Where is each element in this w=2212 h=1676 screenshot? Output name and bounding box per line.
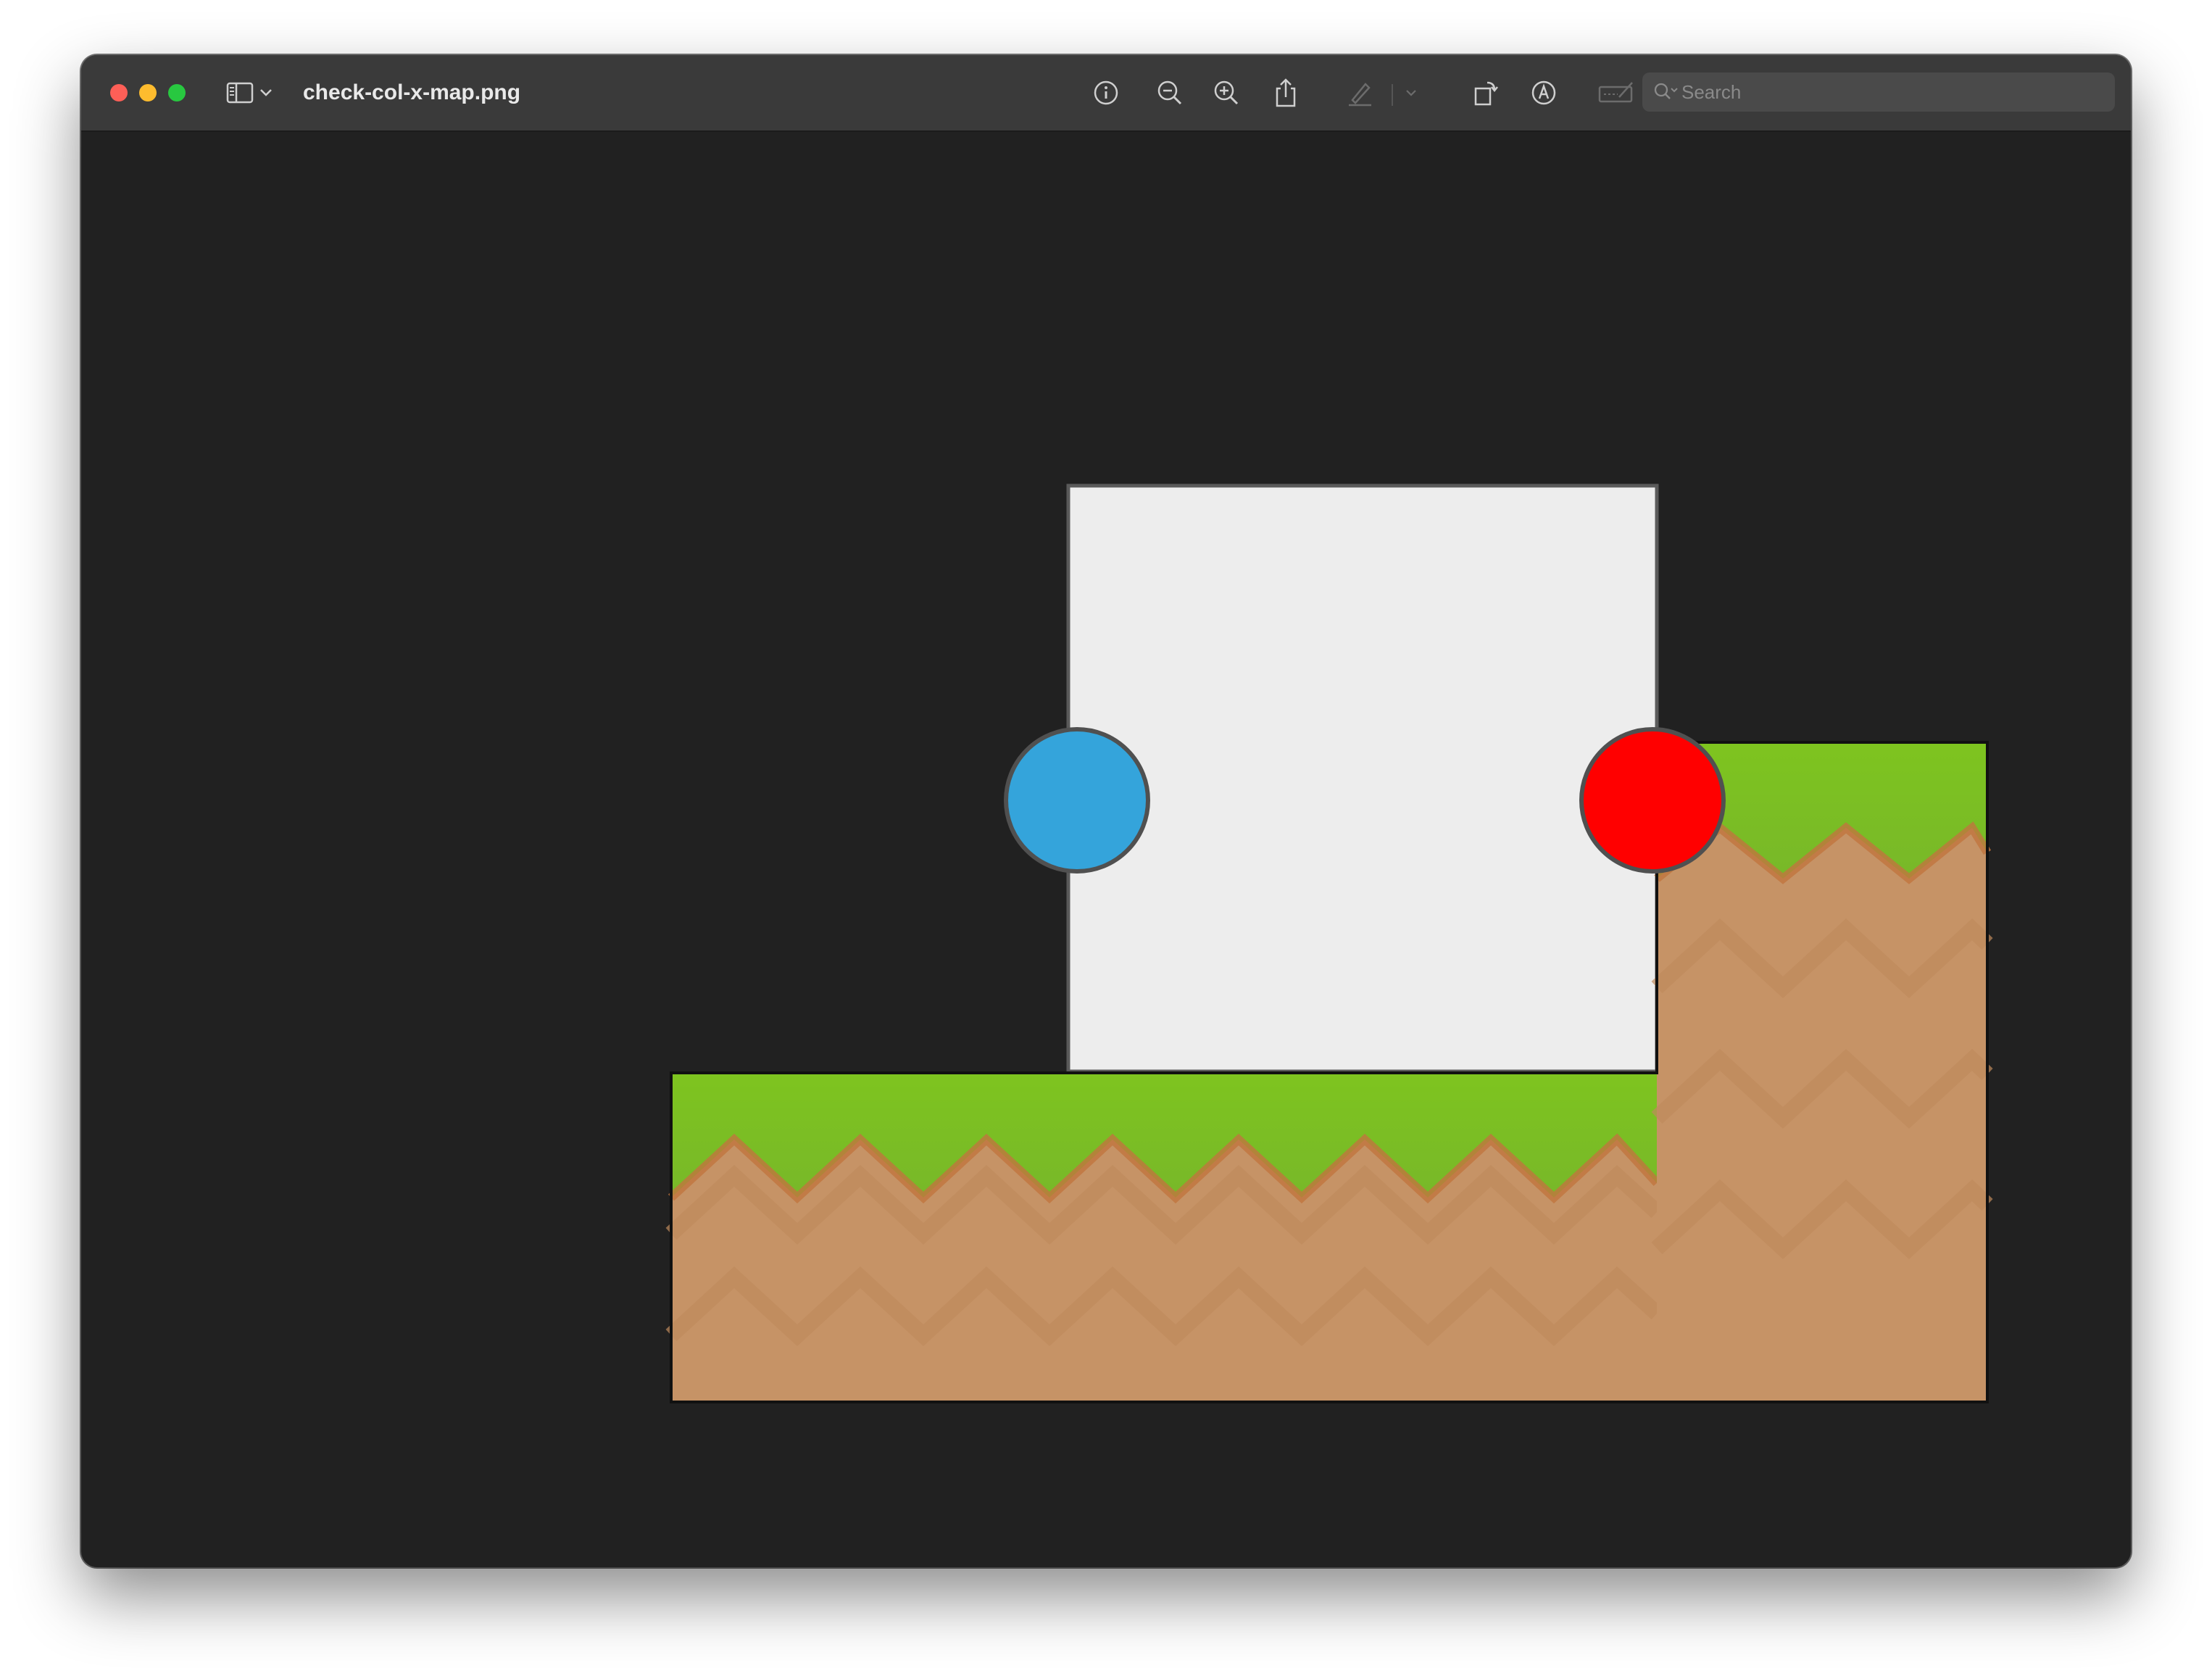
chevron-down-icon	[260, 89, 272, 96]
zoom-out-button[interactable]	[1152, 75, 1187, 110]
left-probe-point	[1004, 727, 1150, 874]
search-field[interactable]	[1642, 72, 2115, 112]
sidebar-icon	[226, 82, 254, 104]
info-button[interactable]	[1089, 75, 1123, 110]
share-button[interactable]	[1268, 75, 1303, 110]
image-canvas	[81, 132, 2131, 1567]
zoom-window-button[interactable]	[168, 84, 186, 101]
terrain-outline	[670, 741, 1989, 1403]
preview-window: check-col-x-map.png	[81, 55, 2131, 1567]
markup-icon	[1531, 80, 1556, 105]
right-probe-point	[1579, 727, 1726, 874]
rotate-icon	[1474, 81, 1498, 106]
search-input[interactable]	[1681, 78, 2087, 107]
ground-block-raised	[1651, 742, 1993, 1402]
highlight-pen-icon	[1349, 83, 1371, 107]
minimize-window-button[interactable]	[139, 84, 157, 101]
share-icon	[1276, 78, 1296, 107]
collision-map-image	[665, 484, 1993, 1403]
ground-block-lower	[665, 1073, 1663, 1402]
markup-button[interactable]	[1526, 75, 1561, 110]
highlight-options-button[interactable]	[1400, 75, 1422, 110]
zoom-out-icon	[1157, 80, 1182, 105]
chevron-down-icon	[1406, 90, 1416, 96]
window-title: check-col-x-map.png	[303, 80, 521, 104]
collision-box	[1066, 484, 1659, 1074]
form-fill-button[interactable]	[1596, 75, 1637, 110]
sidebar-toggle-button[interactable]	[223, 75, 258, 110]
zoom-in-icon	[1214, 80, 1239, 105]
info-icon	[1094, 80, 1118, 105]
search-icon	[1652, 79, 1679, 105]
close-window-button[interactable]	[110, 84, 128, 101]
form-fill-icon	[1598, 82, 1633, 103]
title-bar: check-col-x-map.png	[81, 55, 2131, 132]
toolbar-divider	[1392, 84, 1393, 106]
rotate-button[interactable]	[1468, 75, 1503, 110]
zoom-in-button[interactable]	[1209, 75, 1244, 110]
sidebar-options-button[interactable]	[255, 75, 277, 110]
highlight-button[interactable]	[1342, 75, 1377, 110]
